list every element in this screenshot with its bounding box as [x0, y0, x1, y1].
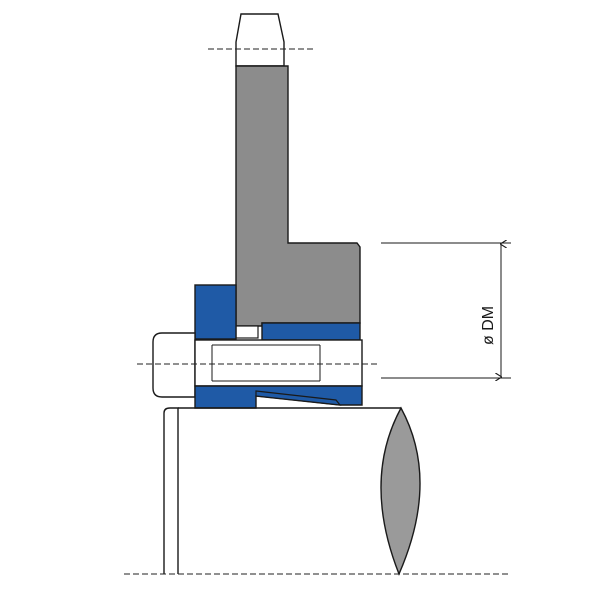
sprocket-tooth-tip	[235, 13, 285, 67]
shaft-body	[163, 407, 179, 574]
taper-wedge	[255, 390, 342, 406]
dimension-label: ø DM	[480, 306, 497, 345]
screw-shank	[194, 339, 363, 387]
screw-head	[152, 332, 196, 398]
clamp-ring-outer-upper	[194, 284, 237, 340]
hub-body	[235, 65, 361, 327]
hub-gap	[235, 325, 259, 339]
clamp-ring-inner-upper	[261, 322, 361, 341]
shaft-cross-section	[380, 406, 421, 576]
